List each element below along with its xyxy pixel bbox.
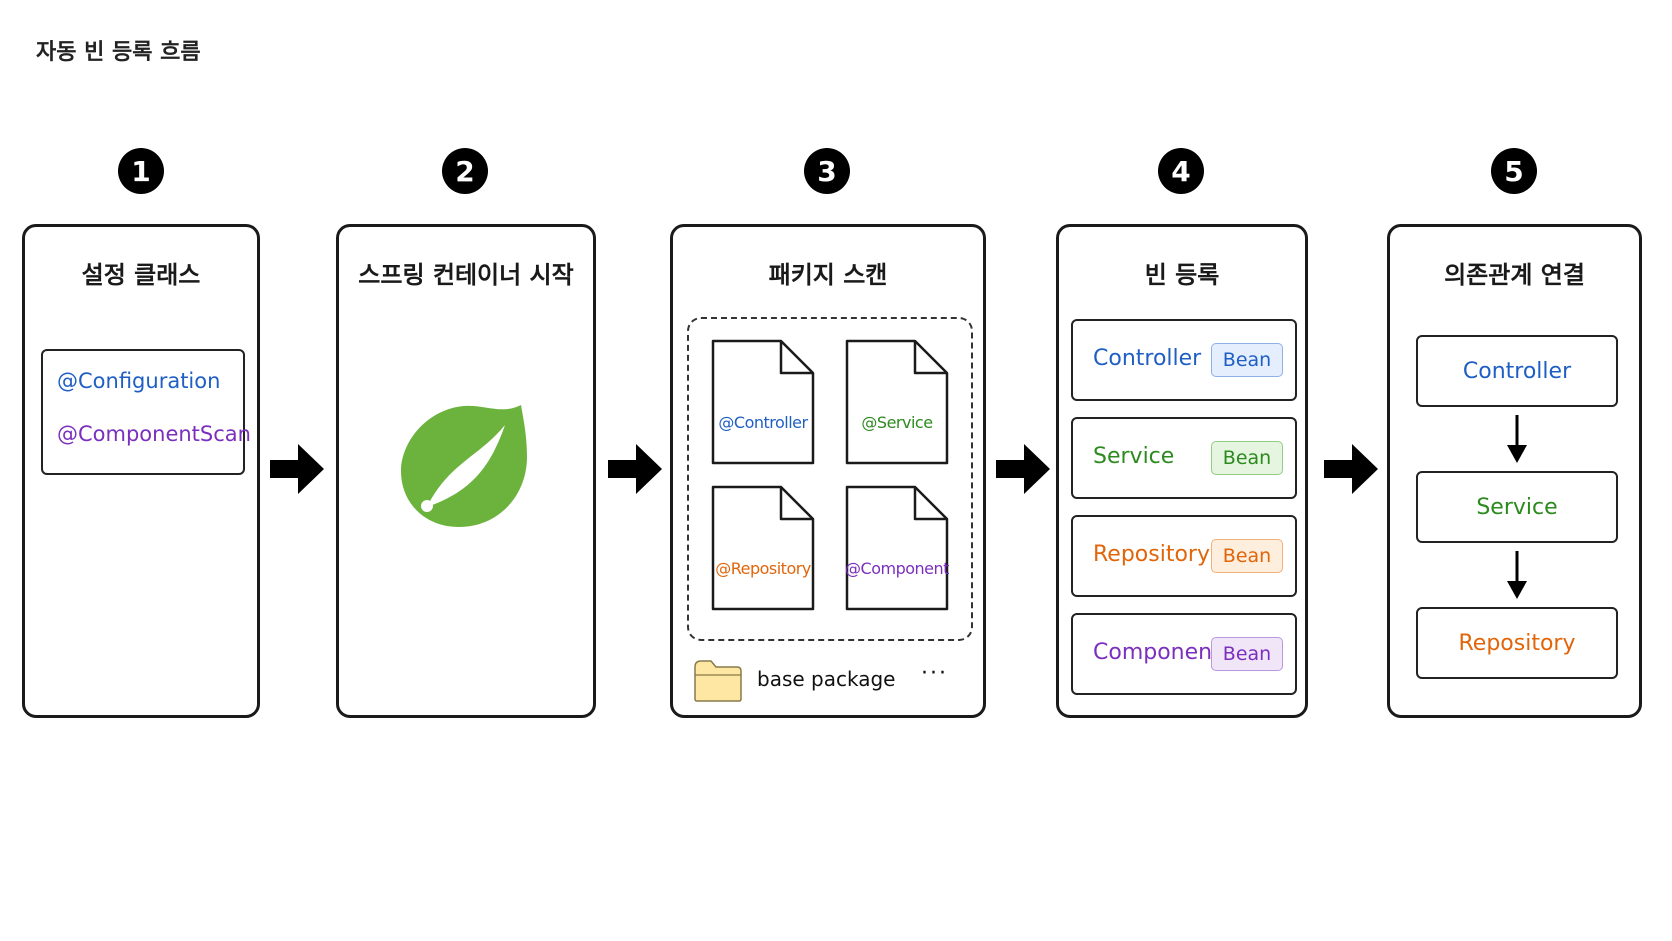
bean-badge: Bean [1211,539,1283,573]
file-icon [845,339,949,465]
bean-badge: Bean [1211,637,1283,671]
dependency-service: Service [1416,471,1618,543]
arrow-right-icon [1324,444,1378,494]
panel-title: 패키지 스캔 [768,261,888,289]
component-scan-annotation: @ComponentScan [57,422,251,446]
file-label: @Repository [715,559,811,578]
more-icon: ··· [921,661,948,686]
file-label: @Component [845,559,949,578]
file-icon [845,485,949,611]
bean-name: Component [1093,640,1221,665]
bean-row-component: Component Bean [1071,613,1297,695]
bean-name: Service [1093,444,1175,469]
dependency-repository: Repository [1416,607,1618,679]
bean-row-service: Service Bean [1071,417,1297,499]
file-label: @Service [861,413,933,432]
file-icon [711,485,815,611]
scan-area: @Controller @Service @Repository @Compon… [687,317,973,641]
base-package-label: base package [757,667,896,691]
configuration-annotation: @Configuration [57,369,221,393]
step-number-4: 4 [1158,148,1204,194]
bean-row-repository: Repository Bean [1071,515,1297,597]
panel-title: 빈 등록 [1144,261,1220,289]
panel-package-scan: 패키지 스캔 @Controller @Service @Repository [670,224,986,718]
panel-config-class: 설정 클래스 @Configuration @ComponentScan [22,224,260,718]
step-number-2: 2 [442,148,488,194]
file-repository: @Repository [711,485,815,611]
step-number-5: 5 [1491,148,1537,194]
file-controller: @Controller [711,339,815,465]
bean-badge: Bean [1211,441,1283,475]
step-number-1: 1 [118,148,164,194]
arrow-right-icon [608,444,662,494]
arrow-down-icon [1507,415,1527,463]
arrow-right-icon [996,444,1050,494]
file-component: @Component [845,485,949,611]
panel-title: 설정 클래스 [81,261,201,289]
panel-title: 스프링 컨테이너 시작 [358,261,574,289]
file-service: @Service [845,339,949,465]
config-annotation-box: @Configuration @ComponentScan [41,349,251,475]
folder-icon [694,660,742,702]
page-title: 자동 빈 등록 흐름 [36,40,201,65]
step-number-3: 3 [804,148,850,194]
bean-name: Controller [1093,346,1202,371]
bean-row-controller: Controller Bean [1071,319,1297,401]
bean-badge: Bean [1211,343,1283,377]
file-icon [711,339,815,465]
panel-title: 의존관계 연결 [1444,261,1585,289]
panel-dependency-injection: 의존관계 연결 Controller Service Repository [1387,224,1642,718]
arrow-down-icon [1507,551,1527,599]
bean-name: Repository [1093,542,1210,567]
spring-leaf-icon [401,405,527,527]
arrow-right-icon [270,444,324,494]
dependency-controller: Controller [1416,335,1618,407]
panel-bean-registry: 빈 등록 Controller Bean Service Bean Reposi… [1056,224,1308,718]
panel-spring-container: 스프링 컨테이너 시작 [336,224,596,718]
file-label: @Controller [718,413,808,432]
